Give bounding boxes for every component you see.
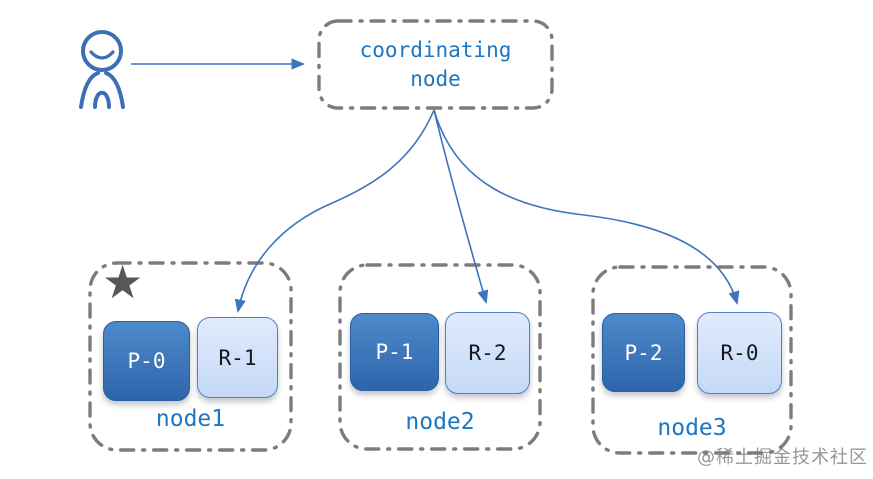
arrow-coordinator-to-node2	[433, 109, 489, 304]
replica-shard-r0: R-0	[697, 312, 782, 394]
primary-shard-p1: P-1	[350, 313, 439, 391]
coordinating-node-box: coordinating node	[319, 21, 552, 108]
replica-shard-r1: R-1	[197, 317, 278, 398]
node2-label: node2	[405, 409, 475, 435]
star-icon: ★	[102, 255, 144, 309]
node1-label: node1	[155, 406, 226, 432]
node1-border	[88, 261, 293, 452]
user-icon	[79, 30, 125, 109]
node3-container: P-2 R-0 node3	[593, 267, 791, 453]
arrow-coordinator-to-node1	[234, 109, 435, 314]
node2-border	[338, 263, 542, 451]
node3-label: node3	[657, 415, 727, 441]
arrow-coordinator-to-node3	[433, 109, 740, 306]
node2-container: P-1 R-2 node2	[340, 265, 540, 449]
primary-shard-p0: P-0	[103, 321, 190, 401]
node1-container: ★ P-0 R-1 node1	[90, 259, 291, 450]
coordinating-node-border	[317, 19, 554, 110]
replica-shard-r2: R-2	[445, 312, 530, 394]
watermark-text: @稀土掘金技术社区	[697, 447, 868, 468]
node3-border	[591, 265, 793, 455]
primary-shard-p2: P-2	[602, 313, 685, 392]
coordinating-node-label: coordinating node	[359, 37, 512, 91]
